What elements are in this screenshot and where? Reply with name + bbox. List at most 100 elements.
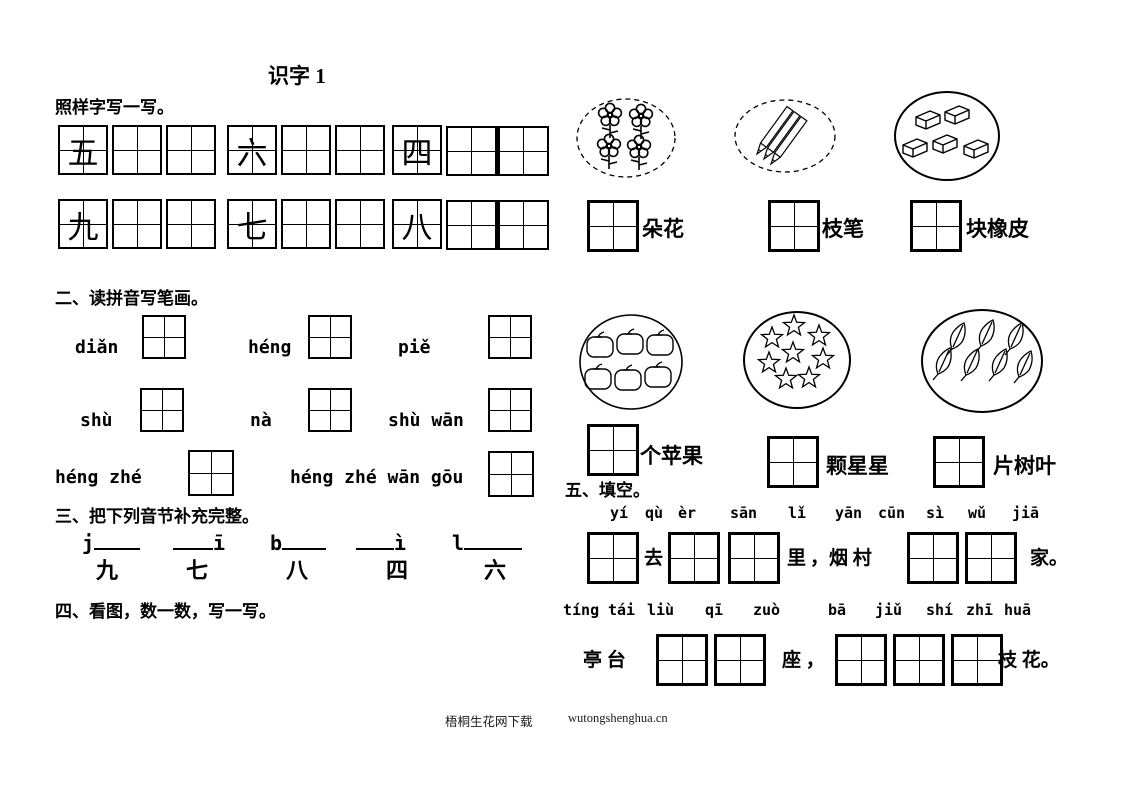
erasers-picture — [894, 91, 1000, 181]
unit-label: 片树叶 — [993, 454, 1056, 478]
practice-grid — [335, 125, 385, 175]
unit-label: 朵花 — [642, 217, 684, 241]
stroke-answer-grid — [488, 451, 534, 497]
fill-answer-grid — [835, 634, 887, 686]
blank-line — [94, 528, 141, 550]
star-icon — [757, 351, 781, 373]
pinyin-label: zhī — [966, 601, 994, 619]
flowers-picture — [576, 98, 676, 178]
eraser-icon — [915, 110, 941, 130]
star-icon — [782, 314, 806, 336]
fill-answer-grid — [668, 532, 720, 584]
example-character: 八 — [401, 209, 433, 246]
syllable-item: b — [270, 528, 327, 555]
leaf-icon — [1013, 350, 1033, 384]
unit-label: 颗星星 — [826, 454, 889, 478]
answer-character: 七 — [186, 558, 209, 583]
character-grid: 五 — [58, 125, 108, 175]
stroke-answer-grid — [488, 388, 532, 432]
character-grid: 八 — [392, 199, 442, 249]
pinyin-label: héng zhé wān gōu — [290, 467, 464, 488]
apple-icon — [584, 363, 612, 390]
unit-label: 枝笔 — [822, 217, 864, 241]
star-icon — [781, 341, 805, 363]
syllable-item: ī — [173, 528, 225, 555]
section1-heading: 照样字写一写。 — [55, 98, 174, 117]
example-character: 四 — [401, 135, 433, 172]
star-icon — [774, 367, 798, 389]
pinyin-label: shù wān — [388, 410, 464, 431]
practice-grid — [166, 125, 216, 175]
footer-site-url: wutongshenghua.cn — [568, 711, 668, 725]
apple-icon — [616, 328, 644, 355]
answer-character: 九 — [96, 558, 119, 583]
count-answer-grid — [587, 424, 639, 476]
blank-line — [282, 528, 327, 550]
apple-icon — [614, 364, 642, 391]
character-grid: 四 — [392, 125, 442, 175]
syllable-item: ì — [356, 528, 406, 555]
practice-grid — [112, 199, 162, 249]
section2-heading: 二、读拼音写笔画。 — [55, 289, 208, 308]
answer-character: 四 — [386, 558, 409, 583]
pinyin-label: diǎn — [75, 337, 119, 358]
pinyin-label: piě — [398, 337, 431, 358]
answer-character: 八 — [286, 558, 309, 583]
blank-line — [173, 528, 213, 550]
pinyin-label: jiā — [1012, 504, 1040, 522]
double-practice-grid — [446, 200, 549, 250]
practice-grid — [335, 199, 385, 249]
example-character: 五 — [67, 135, 99, 172]
unit-label: 块橡皮 — [966, 217, 1029, 241]
fill-answer-grid — [587, 532, 639, 584]
pinyin-label: èr — [678, 504, 697, 522]
pinyin-label: cūn — [878, 504, 906, 522]
pinyin-label: lǐ — [788, 504, 807, 522]
apple-icon — [586, 331, 614, 358]
fill-answer-grid — [728, 532, 780, 584]
poem-text: 亭 台 — [583, 650, 626, 671]
pinyin-label: huā — [1004, 601, 1032, 619]
count-answer-grid — [587, 200, 639, 252]
pinyin-label: shí — [926, 601, 954, 619]
poem-text: 家。 — [1030, 548, 1069, 569]
star-icon — [807, 324, 831, 346]
stars-picture — [743, 311, 851, 409]
apples-picture — [579, 314, 683, 410]
practice-grid — [281, 125, 331, 175]
pinyin-label: liù — [647, 601, 675, 619]
pinyin-label: sān — [730, 504, 758, 522]
flower-icon — [626, 134, 652, 171]
leaf-icon — [988, 348, 1008, 382]
pinyin-label: shù — [80, 410, 113, 431]
fill-answer-grid — [893, 634, 945, 686]
syllable-item: l — [452, 528, 523, 555]
fill-answer-grid — [965, 532, 1017, 584]
poem-text: ，烟 村 — [810, 548, 872, 569]
star-icon — [797, 366, 821, 388]
poem-text: 枝 花。 — [998, 650, 1060, 671]
syllable-initial: b — [270, 531, 283, 555]
leaf-icon — [975, 319, 995, 353]
pinyin-label: sì — [926, 504, 945, 522]
poem-text: 座 ， — [782, 650, 825, 671]
stroke-answer-grid — [188, 450, 234, 496]
pinyin-label: qù — [645, 504, 664, 522]
pinyin-label: jiǔ — [875, 601, 903, 619]
eraser-icon — [902, 138, 928, 158]
section4-heading: 四、看图，数一数，写一写。 — [55, 602, 276, 621]
syllable-final: ì — [394, 531, 407, 555]
practice-grid — [166, 199, 216, 249]
example-character: 九 — [67, 209, 99, 246]
star-icon — [811, 347, 835, 369]
pinyin-label: bā — [828, 601, 847, 619]
pinyin-label: tái — [608, 601, 636, 619]
character-grid: 六 — [227, 125, 277, 175]
pinyin-label: héng — [248, 337, 292, 358]
star-icon — [760, 326, 784, 348]
count-answer-grid — [768, 200, 820, 252]
poem-text: 里 — [787, 548, 807, 569]
flower-icon — [628, 103, 654, 140]
leaf-icon — [960, 348, 980, 382]
stroke-answer-grid — [308, 388, 352, 432]
